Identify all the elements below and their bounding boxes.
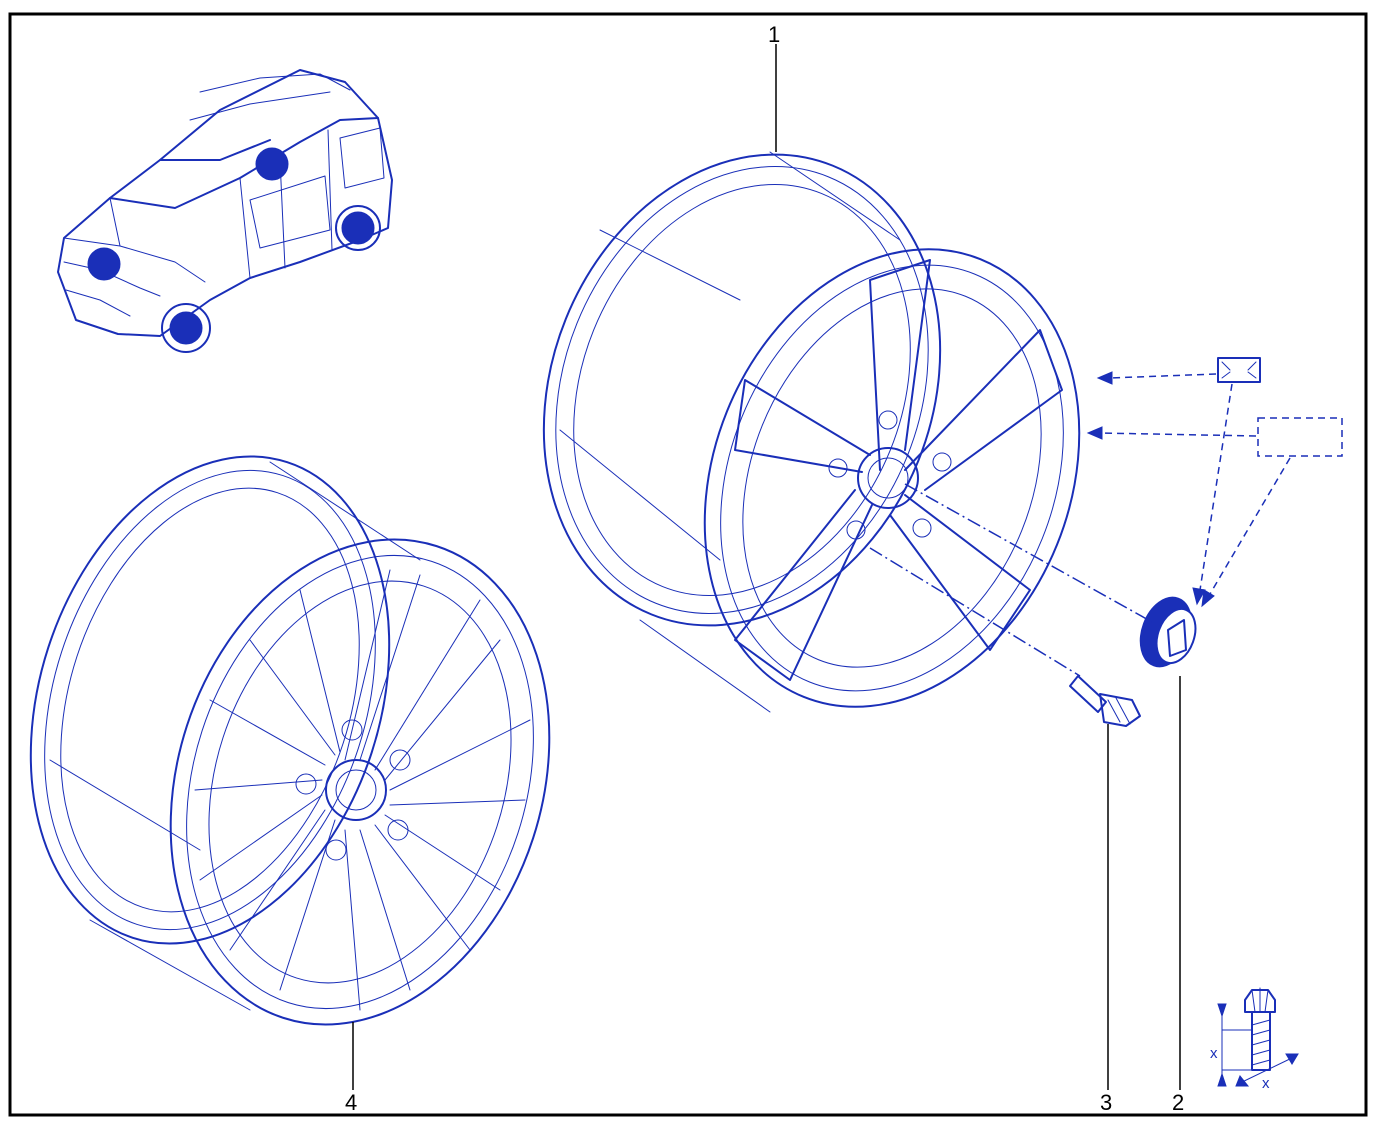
dim-x-right: x [1262, 1075, 1270, 1092]
marking-label-icon [1086, 357, 1343, 608]
callout-4: 4 [345, 1022, 357, 1115]
vehicle-locator-icon [57, 69, 393, 353]
callout-3: 3 [1100, 724, 1112, 1115]
callout-1: 1 [768, 22, 780, 152]
wheel-4 [29, 455, 551, 1026]
wheel-bolt [1069, 675, 1141, 727]
centre-cap [1139, 596, 1197, 668]
diagram-frame [8, 12, 1368, 1117]
wheel-1 [542, 151, 1081, 713]
dim-x-left: x [1210, 1045, 1218, 1062]
assembly-lines [869, 483, 1153, 677]
callout-label-2: 2 [1172, 1090, 1184, 1115]
callout-2: 2 [1172, 676, 1184, 1115]
bolt-torque-icon: x x [1210, 987, 1299, 1092]
callout-label-4: 4 [345, 1090, 357, 1115]
callout-label-1: 1 [768, 22, 780, 47]
callout-label-3: 3 [1100, 1090, 1112, 1115]
